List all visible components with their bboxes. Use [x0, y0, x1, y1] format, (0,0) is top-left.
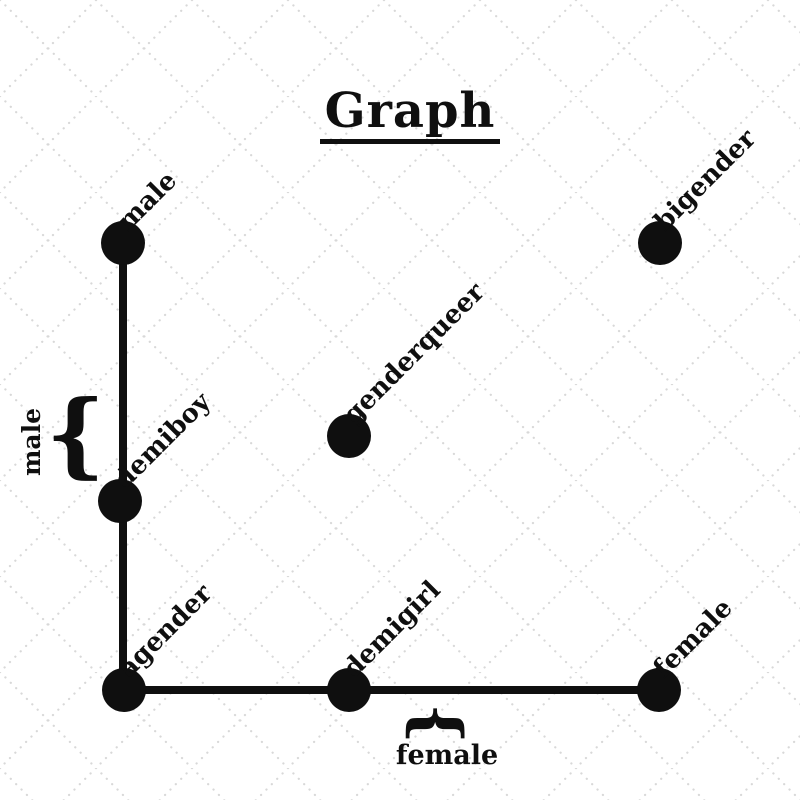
left-brace-label: male — [17, 407, 46, 477]
page-title: Graph — [319, 86, 501, 145]
node-bigender — [638, 221, 682, 265]
bottom-brace-icon: { — [400, 703, 475, 745]
bottom-brace-label: female — [395, 740, 499, 771]
node-demigirl — [327, 668, 371, 712]
node-agender — [102, 668, 146, 712]
node-male — [101, 221, 145, 265]
node-genderqueer — [327, 414, 371, 458]
node-female — [637, 668, 681, 712]
left-brace-icon: { — [46, 380, 106, 488]
title-area: Graph — [0, 86, 800, 145]
node-demiboy — [98, 479, 142, 523]
